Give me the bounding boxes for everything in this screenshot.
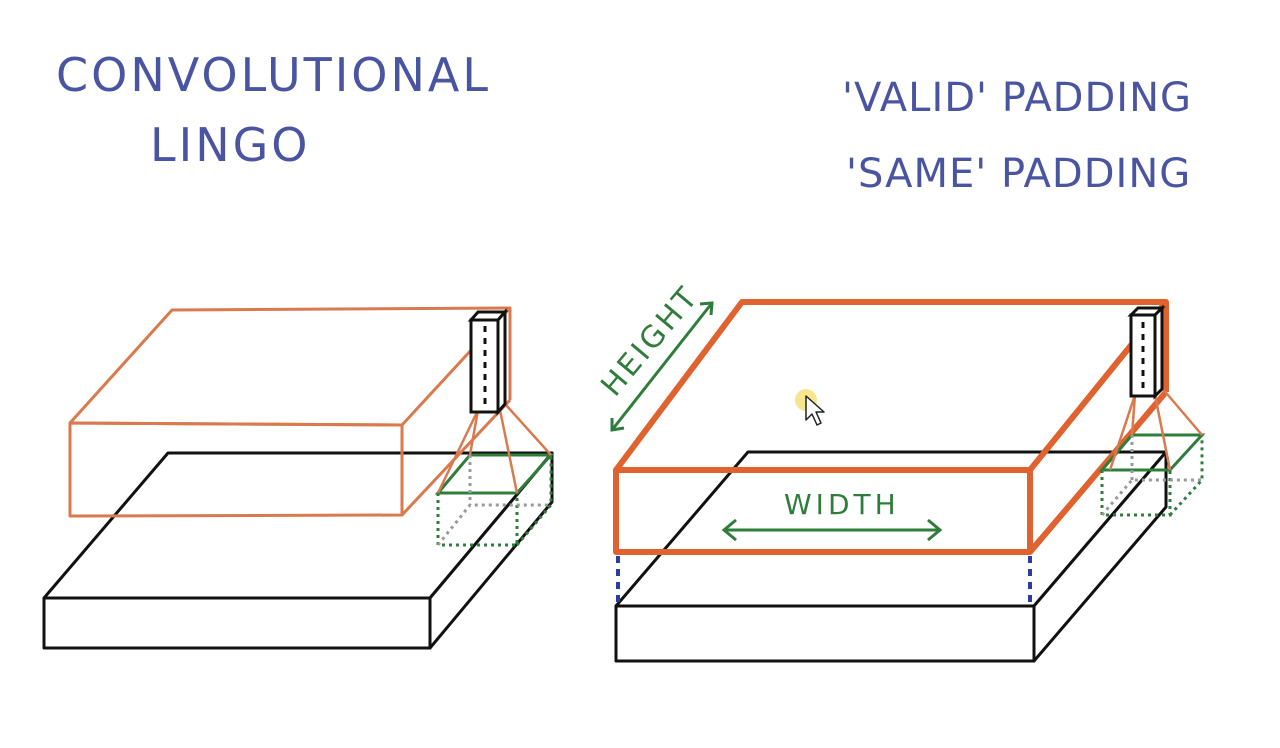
right-projection-lines bbox=[1108, 387, 1203, 471]
width-label: WIDTH bbox=[784, 488, 900, 521]
left-projection-lines bbox=[436, 404, 552, 494]
padding-indicators bbox=[616, 556, 1032, 604]
left-input-slab bbox=[42, 451, 554, 650]
height-annotation: HEIGHT bbox=[594, 279, 714, 432]
valid-padding-label: 'VALID' PADDING bbox=[842, 75, 1192, 121]
width-arrow-head-right bbox=[927, 518, 943, 542]
mouse-cursor-icon bbox=[795, 389, 825, 426]
width-arrow-head-left bbox=[721, 518, 737, 542]
right-output-box bbox=[613, 299, 1169, 555]
left-box-top bbox=[68, 306, 512, 427]
title-line-2: LINGO bbox=[150, 118, 311, 172]
right-slab-side bbox=[1032, 450, 1168, 663]
left-slab-side bbox=[428, 451, 554, 650]
same-padding-label: 'SAME' PADDING bbox=[846, 151, 1192, 197]
width-annotation: WIDTH bbox=[721, 488, 943, 542]
left-feature-column bbox=[467, 308, 509, 416]
right-feature-column bbox=[1127, 304, 1166, 400]
right-input-slab bbox=[614, 450, 1168, 663]
left-diagram bbox=[42, 306, 555, 650]
right-slab-front bbox=[614, 604, 1036, 663]
height-arrow-head-bottom bbox=[610, 418, 625, 432]
title-line-1: CONVOLUTIONAL bbox=[56, 48, 491, 102]
height-arrow-head-top bbox=[699, 301, 714, 316]
height-label: HEIGHT bbox=[594, 279, 706, 403]
height-arrow-line bbox=[610, 302, 714, 431]
left-slab-front bbox=[42, 596, 432, 650]
right-diagram: HEIGHT WIDTH bbox=[594, 279, 1206, 663]
left-output-box bbox=[68, 306, 512, 518]
right-box-top bbox=[613, 299, 1169, 473]
